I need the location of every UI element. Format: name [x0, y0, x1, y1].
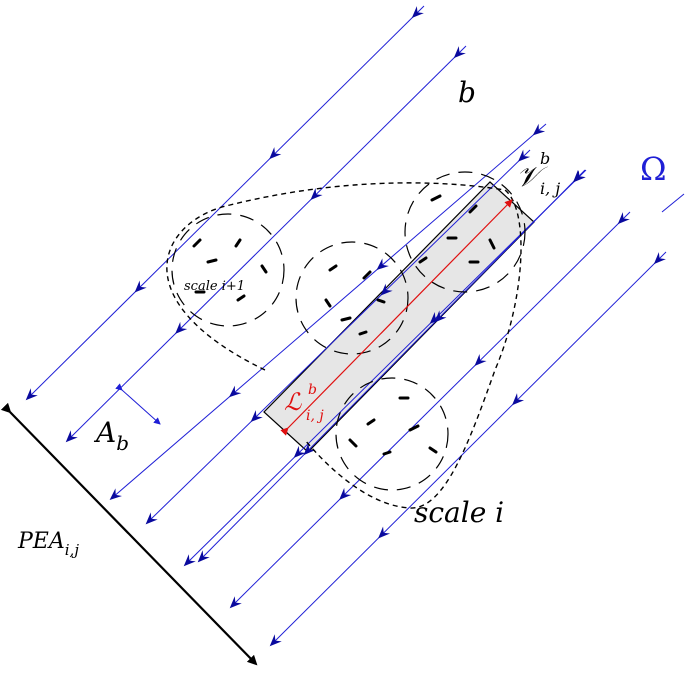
label-v-sup: b [540, 149, 550, 168]
label-v-sub: i, j [540, 179, 560, 198]
label-b: b [458, 76, 476, 109]
ray-arrowhead [453, 46, 466, 59]
footprint-outline [166, 182, 522, 509]
label-l-sup: b [308, 382, 317, 398]
ray-line [199, 169, 586, 561]
label-omega: Ω [640, 150, 667, 188]
ray-arrowhead [25, 388, 38, 401]
label-scale-i: scale i [414, 496, 504, 529]
ray-line [271, 251, 667, 645]
scale-circle-left [171, 213, 285, 327]
ray-arrowhead [269, 634, 282, 647]
label-ab: Ab [93, 416, 129, 455]
ray-line [147, 149, 531, 523]
ray-line [111, 123, 547, 499]
ray-arrowhead [293, 445, 306, 458]
label-ab-main: A [93, 416, 116, 449]
ray-arrowhead [532, 123, 546, 136]
label-pea-sub: i,j [65, 541, 80, 559]
pea-arrow [0, 402, 258, 666]
ray-line [661, 193, 685, 213]
ab-width-arrow [115, 383, 161, 425]
ray-arrowhead [269, 147, 282, 160]
label-scale-i1: scale i+1 [184, 279, 245, 294]
label-ab-sub: b [116, 431, 129, 455]
label-l-main: ℒ [284, 388, 302, 416]
ray-arrowhead [378, 526, 391, 539]
ray-arrowhead [228, 385, 242, 398]
label-l-sub: i, j [306, 408, 324, 424]
ray-arrowheads [25, 6, 666, 647]
ray-arrowhead [518, 149, 531, 162]
scale-circle-lower [335, 377, 449, 491]
ray-line [67, 45, 467, 441]
ray-arrowhead [134, 280, 147, 293]
ray-arrowhead [573, 170, 586, 183]
ray-line [27, 5, 425, 399]
ray-arrowhead [175, 321, 188, 334]
ray-arrowhead [339, 487, 352, 500]
ray-arrowhead [310, 187, 323, 200]
ray-arrowhead [617, 212, 630, 225]
ray-arrowhead [653, 252, 666, 265]
ray-arrowhead [411, 6, 424, 19]
ray-arrowhead [512, 393, 525, 406]
length-arrow [280, 199, 513, 436]
label-pea-main: PEA [17, 529, 65, 554]
ray-arrowhead [303, 443, 316, 456]
label-pea: PEAi,j [17, 529, 79, 559]
